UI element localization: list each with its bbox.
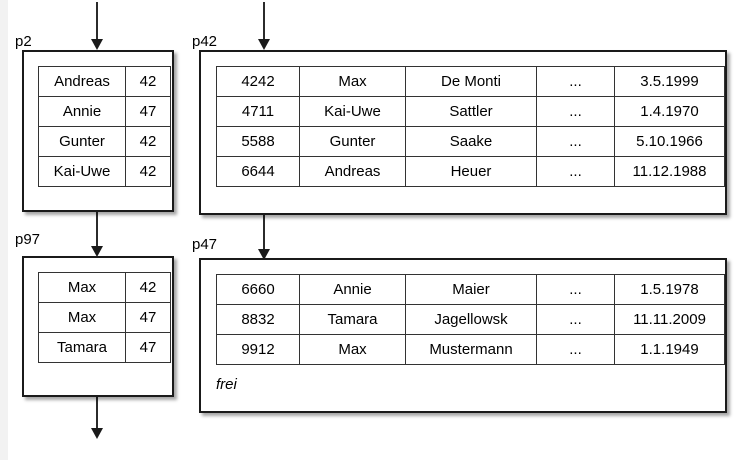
free-space-label: frei xyxy=(216,376,237,393)
cell-last-name: De Monti xyxy=(405,66,537,97)
cell-id: 4711 xyxy=(216,96,300,127)
cell-more: ... xyxy=(536,156,615,187)
cell-key: 42 xyxy=(125,66,171,97)
cell-last-name: Sattler xyxy=(405,96,537,127)
page-label-p42: p42 xyxy=(192,33,218,50)
table-row[interactable]: 4711 Kai-Uwe Sattler ... 1.4.1970 xyxy=(216,96,725,127)
cell-more: ... xyxy=(536,334,615,365)
cell-key: 42 xyxy=(125,156,171,187)
cell-id: 5588 xyxy=(216,126,300,157)
cell-key: 42 xyxy=(125,272,171,303)
data-table-p42: 4242 Max De Monti ... 3.5.1999 4711 Kai-… xyxy=(216,66,725,187)
index-table-p97: Max 42 Max 47 Tamara 47 xyxy=(38,272,171,363)
page-box-p97[interactable]: Max 42 Max 47 Tamara 47 xyxy=(22,256,174,397)
arrow-p2-to-p97 xyxy=(91,212,103,258)
table-row[interactable]: Max 47 xyxy=(38,302,171,333)
cell-date: 1.4.1970 xyxy=(614,96,725,127)
table-row[interactable]: Annie 47 xyxy=(38,96,171,127)
cell-date: 5.10.1966 xyxy=(614,126,725,157)
arrow-into-p42 xyxy=(258,2,270,50)
arrow-out-of-p97 xyxy=(91,397,103,441)
cell-first-name: Annie xyxy=(299,274,406,305)
cell-key: 47 xyxy=(125,302,171,333)
table-row[interactable]: 5588 Gunter Saake ... 5.10.1966 xyxy=(216,126,725,157)
cell-last-name: Jagellowsk xyxy=(405,304,537,335)
cell-last-name: Heuer xyxy=(405,156,537,187)
cell-date: 1.5.1978 xyxy=(614,274,725,305)
table-row[interactable]: Andreas 42 xyxy=(38,66,171,97)
cell-date: 3.5.1999 xyxy=(614,66,725,97)
table-row[interactable]: 4242 Max De Monti ... 3.5.1999 xyxy=(216,66,725,97)
cell-more: ... xyxy=(536,304,615,335)
cell-id: 8832 xyxy=(216,304,300,335)
cell-name: Gunter xyxy=(38,126,126,157)
cell-last-name: Saake xyxy=(405,126,537,157)
cell-key: 47 xyxy=(125,96,171,127)
cell-more: ... xyxy=(536,96,615,127)
cell-key: 42 xyxy=(125,126,171,157)
arrow-p42-to-p47 xyxy=(258,215,270,261)
arrow-into-p2 xyxy=(91,2,103,50)
cell-more: ... xyxy=(536,126,615,157)
page-box-p47[interactable]: 6660 Annie Maier ... 1.5.1978 8832 Tamar… xyxy=(199,258,727,413)
cell-date: 11.11.2009 xyxy=(614,304,725,335)
table-row[interactable]: 9912 Max Mustermann ... 1.1.1949 xyxy=(216,334,725,365)
cell-id: 4242 xyxy=(216,66,300,97)
cell-name: Andreas xyxy=(38,66,126,97)
cell-last-name: Maier xyxy=(405,274,537,305)
left-gutter xyxy=(0,0,8,460)
cell-date: 11.12.1988 xyxy=(614,156,725,187)
cell-name: Max xyxy=(38,272,126,303)
cell-first-name: Gunter xyxy=(299,126,406,157)
cell-name: Max xyxy=(38,302,126,333)
index-table-p2: Andreas 42 Annie 47 Gunter 42 Kai-Uwe 42 xyxy=(38,66,171,187)
cell-key: 47 xyxy=(125,332,171,363)
cell-first-name: Max xyxy=(299,66,406,97)
table-row[interactable]: 6644 Andreas Heuer ... 11.12.1988 xyxy=(216,156,725,187)
cell-id: 6644 xyxy=(216,156,300,187)
cell-more: ... xyxy=(536,274,615,305)
page-label-p2: p2 xyxy=(15,33,32,50)
cell-first-name: Andreas xyxy=(299,156,406,187)
table-row[interactable]: 8832 Tamara Jagellowsk ... 11.11.2009 xyxy=(216,304,725,335)
cell-date: 1.1.1949 xyxy=(614,334,725,365)
page-label-p47: p47 xyxy=(192,236,218,253)
cell-name: Tamara xyxy=(38,332,126,363)
data-table-p47: 6660 Annie Maier ... 1.5.1978 8832 Tamar… xyxy=(216,274,725,365)
page-box-p42[interactable]: 4242 Max De Monti ... 3.5.1999 4711 Kai-… xyxy=(199,50,727,215)
cell-first-name: Max xyxy=(299,334,406,365)
cell-last-name: Mustermann xyxy=(405,334,537,365)
page-box-p2[interactable]: Andreas 42 Annie 47 Gunter 42 Kai-Uwe 42 xyxy=(22,50,174,212)
cell-id: 9912 xyxy=(216,334,300,365)
table-row[interactable]: Kai-Uwe 42 xyxy=(38,156,171,187)
cell-first-name: Kai-Uwe xyxy=(299,96,406,127)
table-row[interactable]: Tamara 47 xyxy=(38,332,171,363)
cell-first-name: Tamara xyxy=(299,304,406,335)
page-label-p97: p97 xyxy=(15,231,41,248)
table-row[interactable]: Max 42 xyxy=(38,272,171,303)
cell-id: 6660 xyxy=(216,274,300,305)
cell-more: ... xyxy=(536,66,615,97)
table-row[interactable]: Gunter 42 xyxy=(38,126,171,157)
table-row[interactable]: 6660 Annie Maier ... 1.5.1978 xyxy=(216,274,725,305)
cell-name: Kai-Uwe xyxy=(38,156,126,187)
cell-name: Annie xyxy=(38,96,126,127)
